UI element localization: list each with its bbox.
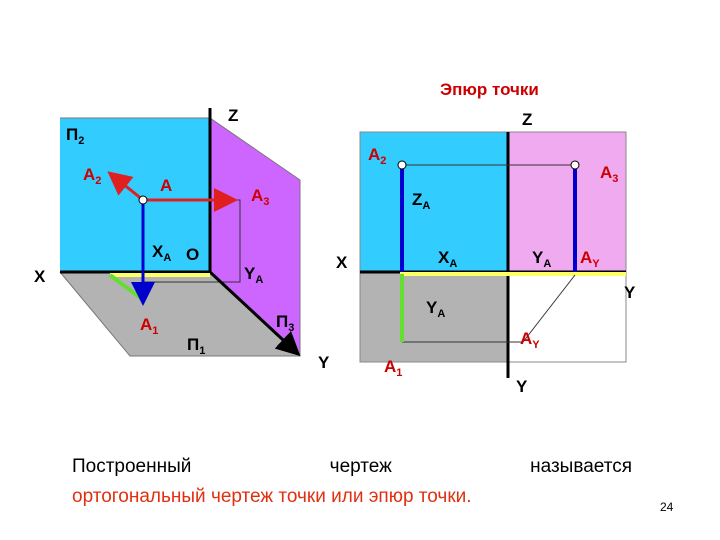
label-right-y-side: Y	[624, 283, 636, 302]
epure-frontal-plane	[360, 132, 508, 272]
caption-line-2: ортогональный чертеж точки или эпюр точк…	[72, 486, 472, 507]
horizontal-plane	[60, 272, 300, 356]
label-plane-p: П3	[276, 312, 294, 334]
label-right-xa: XA	[438, 248, 457, 270]
caption-word-2: чертеж	[329, 456, 392, 477]
label-plane-v: П2	[66, 125, 84, 147]
label-right-x: X	[336, 253, 348, 272]
label-a3: A3	[251, 186, 269, 208]
caption-word-3: называется	[530, 456, 632, 477]
label-plane-h: П1	[187, 335, 205, 357]
transfer-line	[522, 274, 576, 343]
point-a3	[570, 160, 580, 170]
epure-profile-plane	[508, 132, 626, 272]
label-right-a1: A1	[384, 357, 402, 379]
page-number: 24	[660, 500, 674, 514]
caption: Построенный чертеж называется ортогональ…	[72, 452, 632, 512]
label-right-y-bottom: Y	[516, 377, 528, 396]
point-a	[138, 195, 148, 205]
label-left-y: Y	[318, 353, 330, 372]
label-left-x: X	[34, 267, 46, 286]
label-a1: A1	[140, 315, 158, 337]
right-diagram: Z A2 A3 ZA X XA YA AY Y YA AY A1 Y	[336, 110, 636, 396]
left-axis-y	[208, 270, 301, 357]
label-xa: XA	[152, 242, 171, 264]
label-origin: O	[186, 245, 199, 264]
label-za: ZA	[412, 190, 430, 212]
label-ay-upper: AY	[580, 248, 600, 270]
caption-line-1: Построенный чертеж называется	[72, 452, 632, 482]
profile-plane	[210, 118, 300, 356]
title: Эпюр точки	[440, 80, 539, 99]
label-right-a3: A3	[600, 163, 618, 185]
label-a2: A2	[83, 165, 101, 187]
label-a: A	[160, 176, 172, 195]
label-ya-lower: YA	[426, 298, 445, 320]
label-left-ya: YA	[244, 264, 263, 286]
label-ya-upper: YA	[532, 248, 551, 270]
epure-horizontal-plane	[360, 272, 508, 362]
label-right-z: Z	[522, 110, 532, 129]
point-a2	[397, 160, 407, 170]
label-left-z: Z	[228, 106, 238, 125]
left-diagram: П2 A2 A A3 Z X XA O YA A1 П1 П3 Y	[34, 106, 330, 372]
caption-word-1: Построенный	[72, 456, 192, 477]
label-right-a2: A2	[368, 145, 386, 167]
label-ay-lower: AY	[520, 329, 540, 351]
left-red-a-a2	[107, 171, 144, 202]
